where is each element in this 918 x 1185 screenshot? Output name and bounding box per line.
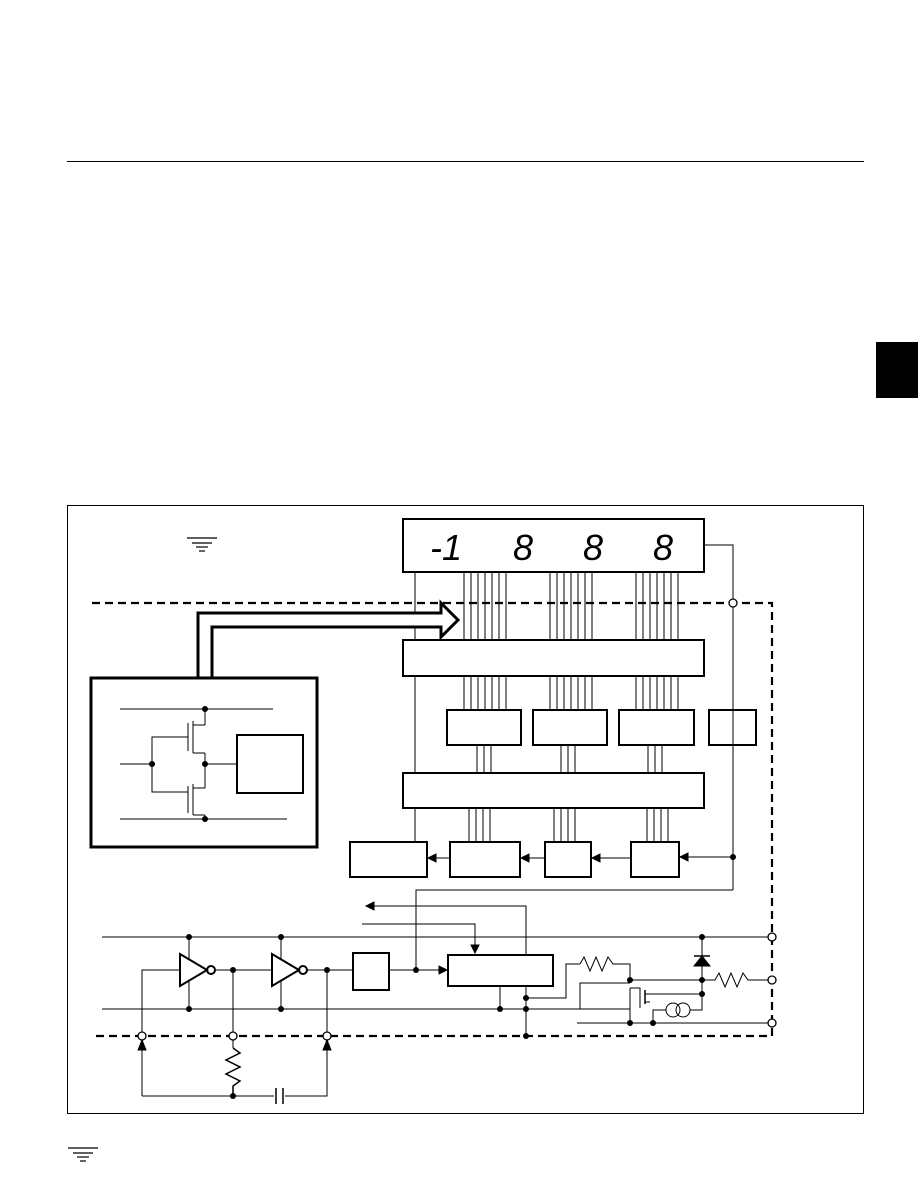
- mux-block: [402, 772, 705, 809]
- latch-block: [532, 709, 608, 746]
- counter-block: [630, 841, 680, 878]
- inverter-icon: [179, 937, 216, 1009]
- decoder-block: [402, 639, 705, 677]
- header-rule: [67, 161, 864, 162]
- display-digit: -1: [430, 527, 462, 568]
- external-rc: [137, 1038, 332, 1104]
- ground-icon: [68, 1147, 98, 1162]
- counter-block: [544, 841, 592, 878]
- control-signals: [362, 901, 529, 1039]
- oscillator-wiring: [141, 967, 353, 1036]
- pin-terminal: [767, 932, 777, 1028]
- regulator-circuit: [526, 934, 772, 1026]
- latch-block: [618, 709, 695, 746]
- counter-block: [449, 841, 521, 878]
- inverter-icon: [271, 937, 308, 1009]
- diagram-frame: [67, 505, 864, 1114]
- ground-icon: [187, 537, 217, 552]
- latch-block: [708, 709, 757, 746]
- chip-boundary: [92, 601, 774, 1038]
- display-digit: 8: [653, 527, 673, 568]
- input-inset: [89, 676, 319, 849]
- counter-bus: [468, 808, 669, 842]
- control-block: [447, 954, 554, 987]
- input-arrow: [196, 599, 461, 678]
- counter-arrows: [426, 852, 733, 863]
- control-line: [415, 889, 733, 970]
- divider-block: [352, 952, 390, 991]
- latch-bus: [476, 745, 663, 773]
- latch-block: [446, 709, 522, 746]
- decoder-output-bus: [463, 676, 679, 710]
- pin-terminal: [728, 598, 738, 608]
- display-feedback-line: [704, 544, 734, 890]
- counter-block: [349, 841, 428, 878]
- display-digit: 8: [513, 527, 533, 568]
- cmos-schematic: [120, 706, 304, 822]
- segment-bus: [463, 572, 679, 640]
- display-digit: 8: [583, 527, 603, 568]
- section-tab: [876, 342, 918, 398]
